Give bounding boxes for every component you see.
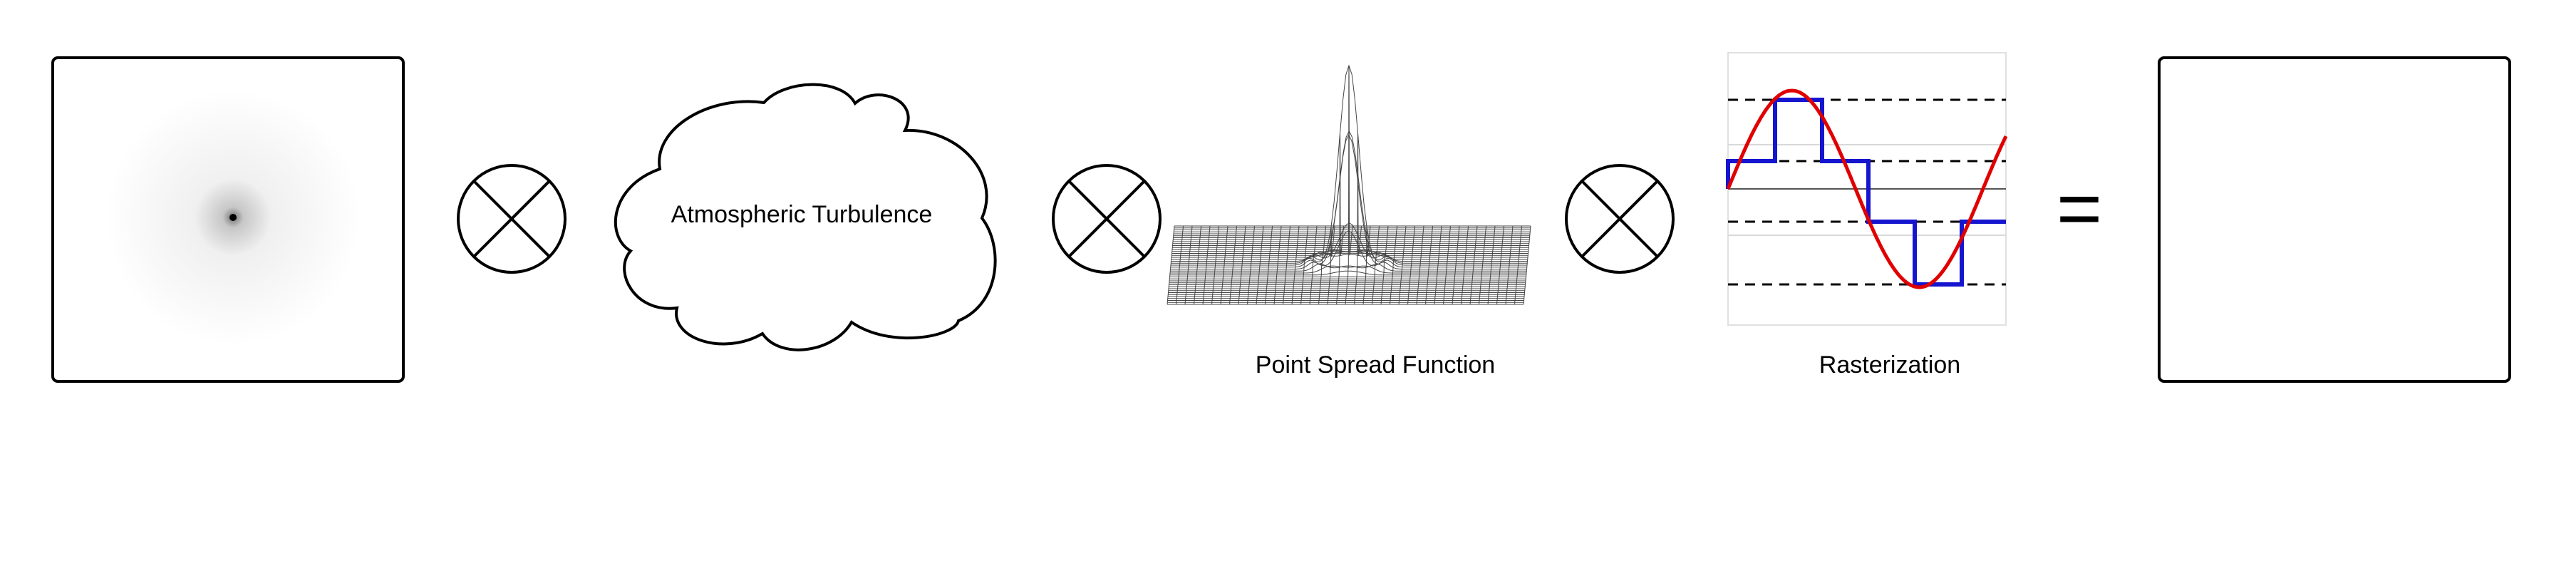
psf-mesh-line <box>1505 225 1514 305</box>
psf-mesh-line <box>1256 225 1264 305</box>
psf-mesh-line <box>1336 133 1344 305</box>
psf-mesh-line <box>1496 225 1504 305</box>
psf-mesh-line <box>1265 225 1273 305</box>
input-image-frame <box>51 56 405 383</box>
psf-mesh-line <box>1202 225 1211 305</box>
psf-mesh-line <box>1309 225 1318 305</box>
psf-mesh-line <box>1211 225 1219 305</box>
output-image-frame <box>2158 56 2511 383</box>
psf-mesh-line <box>1345 65 1353 305</box>
psf-mesh-line <box>1194 225 1201 305</box>
psf-mesh-line <box>1443 225 1451 305</box>
psf-mesh-line <box>1452 225 1460 305</box>
psf-mesh-line <box>1229 225 1237 305</box>
psf-mesh-line <box>1273 225 1282 305</box>
cloud-icon <box>614 83 997 351</box>
psf-mesh-line <box>1380 225 1389 305</box>
psf-mesh-line <box>1238 225 1246 305</box>
psf-mesh-line <box>1469 225 1478 305</box>
psf-mesh-line <box>1390 225 1397 305</box>
psf-mesh-line <box>1176 225 1184 305</box>
psf-mesh-line <box>1372 225 1380 305</box>
psf-label: Point Spread Function <box>1256 351 1495 379</box>
psf-mesh-line <box>1398 225 1407 305</box>
raster-label: Rasterization <box>1819 351 1960 379</box>
point-source-icon <box>229 214 237 221</box>
psf-mesh-line <box>1514 225 1522 305</box>
psf-mesh-line <box>1184 225 1193 305</box>
psf-mesh-line <box>1283 225 1290 305</box>
turbulence-label: Atmospheric Turbulence <box>671 201 933 228</box>
psf-mesh-line <box>1362 225 1371 305</box>
psf-mesh-line <box>1523 225 1531 305</box>
psf-mesh-line <box>1247 225 1255 305</box>
sine-step-plot-icon <box>1726 52 2008 326</box>
circled-x-icon <box>457 164 567 274</box>
psf-mesh-line <box>1416 225 1424 305</box>
psf-mesh-line <box>1300 225 1308 305</box>
psf-mesh-line <box>1327 225 1335 305</box>
psf-mesh-line <box>1167 225 1175 305</box>
psf-mesh-line <box>1487 225 1496 305</box>
equals-sign: = <box>2057 165 2102 252</box>
psf-mesh-line <box>1354 133 1362 305</box>
psf-mesh-line <box>1434 225 1442 305</box>
raster-staircase <box>1726 98 2006 287</box>
psf-mesh-line <box>1425 225 1433 305</box>
circled-x-icon <box>1052 164 1162 274</box>
circled-x-icon <box>1565 164 1675 274</box>
psf-mesh-line <box>1407 225 1415 305</box>
psf-mesh-line <box>1461 225 1469 305</box>
psf-mesh-line <box>1318 225 1326 305</box>
psf-mesh-line <box>1220 225 1228 305</box>
raster-sine-wave <box>1726 88 2008 289</box>
psf-mesh-line <box>1291 225 1300 305</box>
psf-mesh-line <box>1479 225 1486 305</box>
psf-wireframe-icon <box>1167 64 1531 305</box>
